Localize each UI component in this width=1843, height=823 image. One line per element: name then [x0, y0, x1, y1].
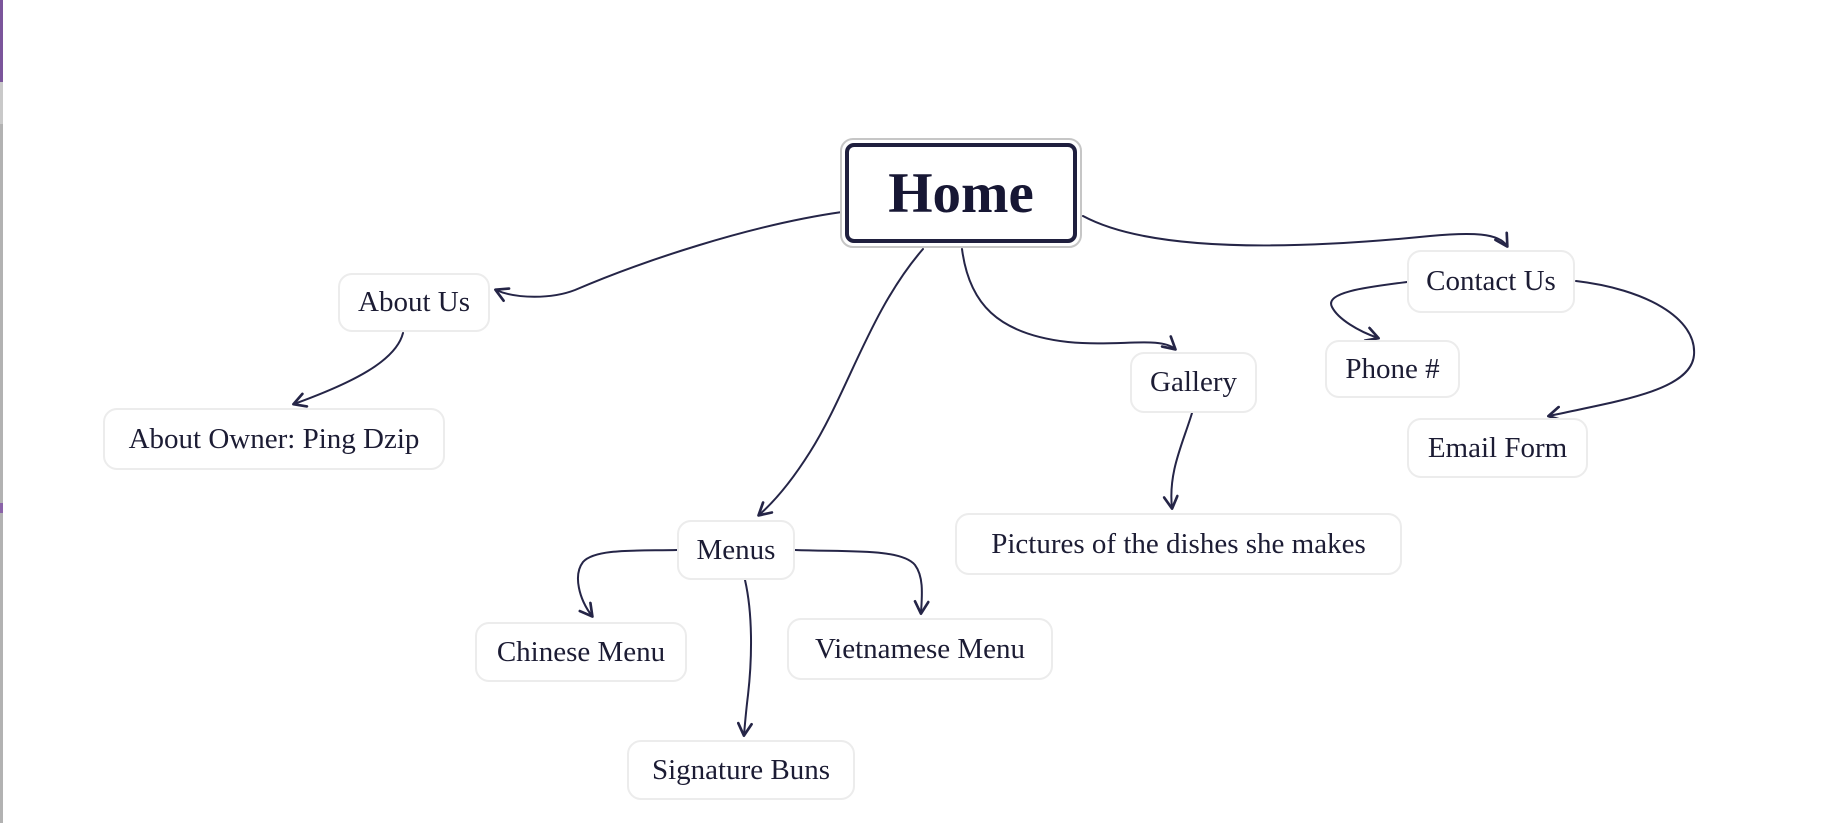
- node-label: Chinese Menu: [496, 635, 666, 668]
- node-label: Email Form: [1427, 431, 1568, 464]
- node-label: Contact Us: [1426, 265, 1556, 297]
- mindmap-node-signature-buns[interactable]: Signature Buns: [627, 740, 855, 800]
- mindmap-node-pictures[interactable]: Pictures of the dishes she makes: [955, 513, 1402, 575]
- edge-strip-segment: [0, 503, 3, 513]
- node-label: Home: [888, 161, 1034, 225]
- connector-gallery-pictures: [1162, 412, 1193, 510]
- mindmap-node-vietnamese-menu[interactable]: Vietnamese Menu: [787, 618, 1053, 680]
- mindmap-node-about-owner[interactable]: About Owner: Ping Dzip: [103, 408, 445, 470]
- mindmap-node-chinese-menu[interactable]: Chinese Menu: [475, 622, 687, 682]
- connector-home-gallery: [961, 248, 1177, 351]
- connector-about-us-about-owner: [292, 332, 404, 408]
- connector-contact-us-email-form: [1547, 280, 1696, 422]
- mindmap-node-about-us[interactable]: About Us: [338, 273, 490, 332]
- connector-home-about-us: [494, 211, 843, 303]
- mindmap-node-email-form[interactable]: Email Form: [1407, 418, 1588, 478]
- node-label: Gallery: [1150, 366, 1237, 398]
- edge-strip-segment: [0, 82, 3, 124]
- connector-menus-signature-buns: [736, 579, 753, 737]
- connector-menus-vietnamese-menu: [794, 549, 930, 615]
- mindmap-node-phone[interactable]: Phone #: [1325, 340, 1460, 398]
- connector-home-menus: [757, 248, 924, 517]
- node-label: Menus: [696, 533, 776, 566]
- edge-strip-segment: [0, 513, 3, 823]
- screen-edge-strip: [0, 0, 3, 823]
- node-label: Phone #: [1345, 352, 1440, 385]
- node-label: Pictures of the dishes she makes: [991, 527, 1366, 560]
- edge-strip-segment: [0, 0, 3, 82]
- node-label: About Us: [358, 286, 470, 318]
- connector-home-contact-us: [1082, 215, 1509, 248]
- node-label: Signature Buns: [651, 753, 831, 786]
- edge-strip-segment: [0, 124, 3, 503]
- mindmap-node-gallery[interactable]: Gallery: [1130, 352, 1257, 413]
- connector-contact-us-phone: [1330, 281, 1408, 342]
- mindmap-node-menus[interactable]: Menus: [677, 520, 795, 580]
- mindmap-node-home[interactable]: Home: [840, 138, 1082, 248]
- root-node-frame: Home: [845, 143, 1077, 243]
- connector-menus-chinese-menu: [577, 549, 678, 618]
- node-label: Vietnamese Menu: [814, 632, 1026, 665]
- mindmap-node-contact-us[interactable]: Contact Us: [1407, 250, 1575, 313]
- node-label: About Owner: Ping Dzip: [128, 422, 420, 455]
